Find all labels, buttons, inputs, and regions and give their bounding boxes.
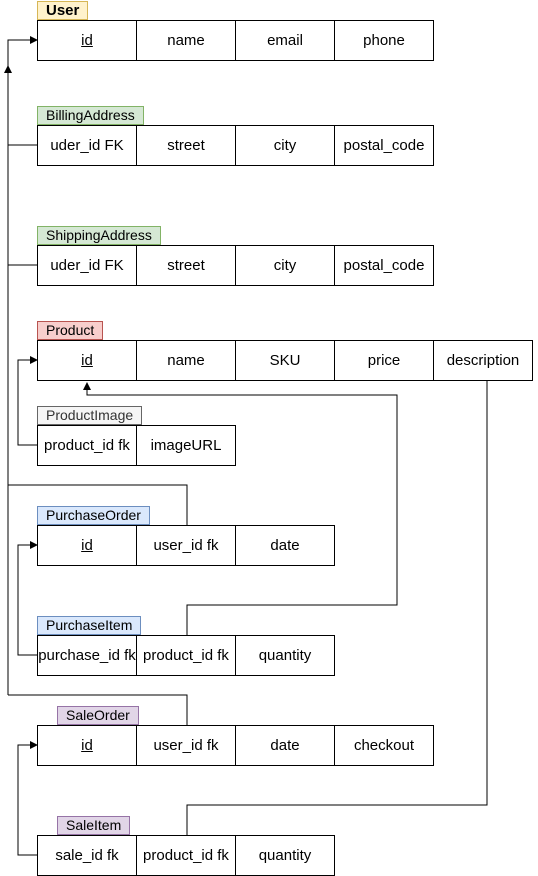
entity-user-table[interactable]: id name email phone (37, 20, 434, 61)
entity-product-label: Product (37, 321, 104, 340)
productimage-imageurl-field[interactable]: imageURL (136, 425, 236, 466)
billing-street-field[interactable]: street (136, 125, 236, 166)
saleitem-product-id-field[interactable]: product_id fk (136, 835, 236, 876)
product-description-field[interactable]: description (433, 340, 533, 381)
shipping-city-field[interactable]: city (235, 245, 335, 286)
purchaseorder-date-field[interactable]: date (235, 525, 335, 566)
billing-postal-code-field[interactable]: postal_code (334, 125, 434, 166)
shipping-user-id-field[interactable]: uder_id FK (37, 245, 137, 286)
product-sku-field[interactable]: SKU (235, 340, 335, 381)
entity-productimage-label: ProductImage (37, 406, 143, 425)
entity-purchaseitem-label: PurchaseItem (37, 616, 142, 635)
purchaseitem-product-id-field[interactable]: product_id fk (136, 635, 236, 676)
entity-product-table[interactable]: id name SKU price description (37, 340, 533, 381)
entity-saleitem-table[interactable]: sale_id fk product_id fk quantity (37, 835, 335, 876)
user-phone-field[interactable]: phone (334, 20, 434, 61)
entity-purchaseorder-label: PurchaseOrder (37, 506, 150, 525)
purchaseitem-purchase-id-field[interactable]: purchase_id fk (37, 635, 137, 676)
entity-billingaddress-table[interactable]: uder_id FK street city postal_code (37, 125, 434, 166)
entity-purchaseorder-table[interactable]: id user_id fk date (37, 525, 335, 566)
link-saleitem-saleorder (17, 741, 38, 856)
saleorder-user-id-field[interactable]: user_id fk (136, 725, 236, 766)
product-price-field[interactable]: price (334, 340, 434, 381)
saleorder-checkout-field[interactable]: checkout (334, 725, 434, 766)
billing-city-field[interactable]: city (235, 125, 335, 166)
saleitem-sale-id-field[interactable]: sale_id fk (37, 835, 137, 876)
billing-user-id-field[interactable]: uder_id FK (37, 125, 137, 166)
purchaseorder-id-field[interactable]: id (37, 525, 137, 566)
product-name-field[interactable]: name (136, 340, 236, 381)
product-id-field[interactable]: id (37, 340, 137, 381)
entity-saleorder-label: SaleOrder (57, 706, 139, 725)
user-name-field[interactable]: name (136, 20, 236, 61)
entity-shippingaddress-label: ShippingAddress (37, 226, 161, 245)
saleitem-quantity-field[interactable]: quantity (235, 835, 335, 876)
entity-saleitem-label: SaleItem (57, 816, 131, 835)
entity-productimage-table[interactable]: product_id fk imageURL (37, 425, 236, 466)
entity-billingaddress-label: BillingAddress (37, 106, 144, 125)
shipping-street-field[interactable]: street (136, 245, 236, 286)
user-id-field[interactable]: id (37, 20, 137, 61)
shipping-postal-code-field[interactable]: postal_code (334, 245, 434, 286)
link-trunk-to-user (7, 36, 38, 695)
entity-saleorder-table[interactable]: id user_id fk date checkout (37, 725, 434, 766)
saleorder-id-field[interactable]: id (37, 725, 137, 766)
entity-purchaseitem-table[interactable]: purchase_id fk product_id fk quantity (37, 635, 335, 676)
link-productimage-product (17, 356, 38, 446)
entity-shippingaddress-table[interactable]: uder_id FK street city postal_code (37, 245, 434, 286)
user-email-field[interactable]: email (235, 20, 335, 61)
purchaseorder-user-id-field[interactable]: user_id fk (136, 525, 236, 566)
link-purchaseitem-purchaseorder (17, 541, 38, 656)
purchaseitem-quantity-field[interactable]: quantity (235, 635, 335, 676)
saleorder-date-field[interactable]: date (235, 725, 335, 766)
entity-user-label: User (37, 1, 89, 20)
productimage-product-id-field[interactable]: product_id fk (37, 425, 137, 466)
